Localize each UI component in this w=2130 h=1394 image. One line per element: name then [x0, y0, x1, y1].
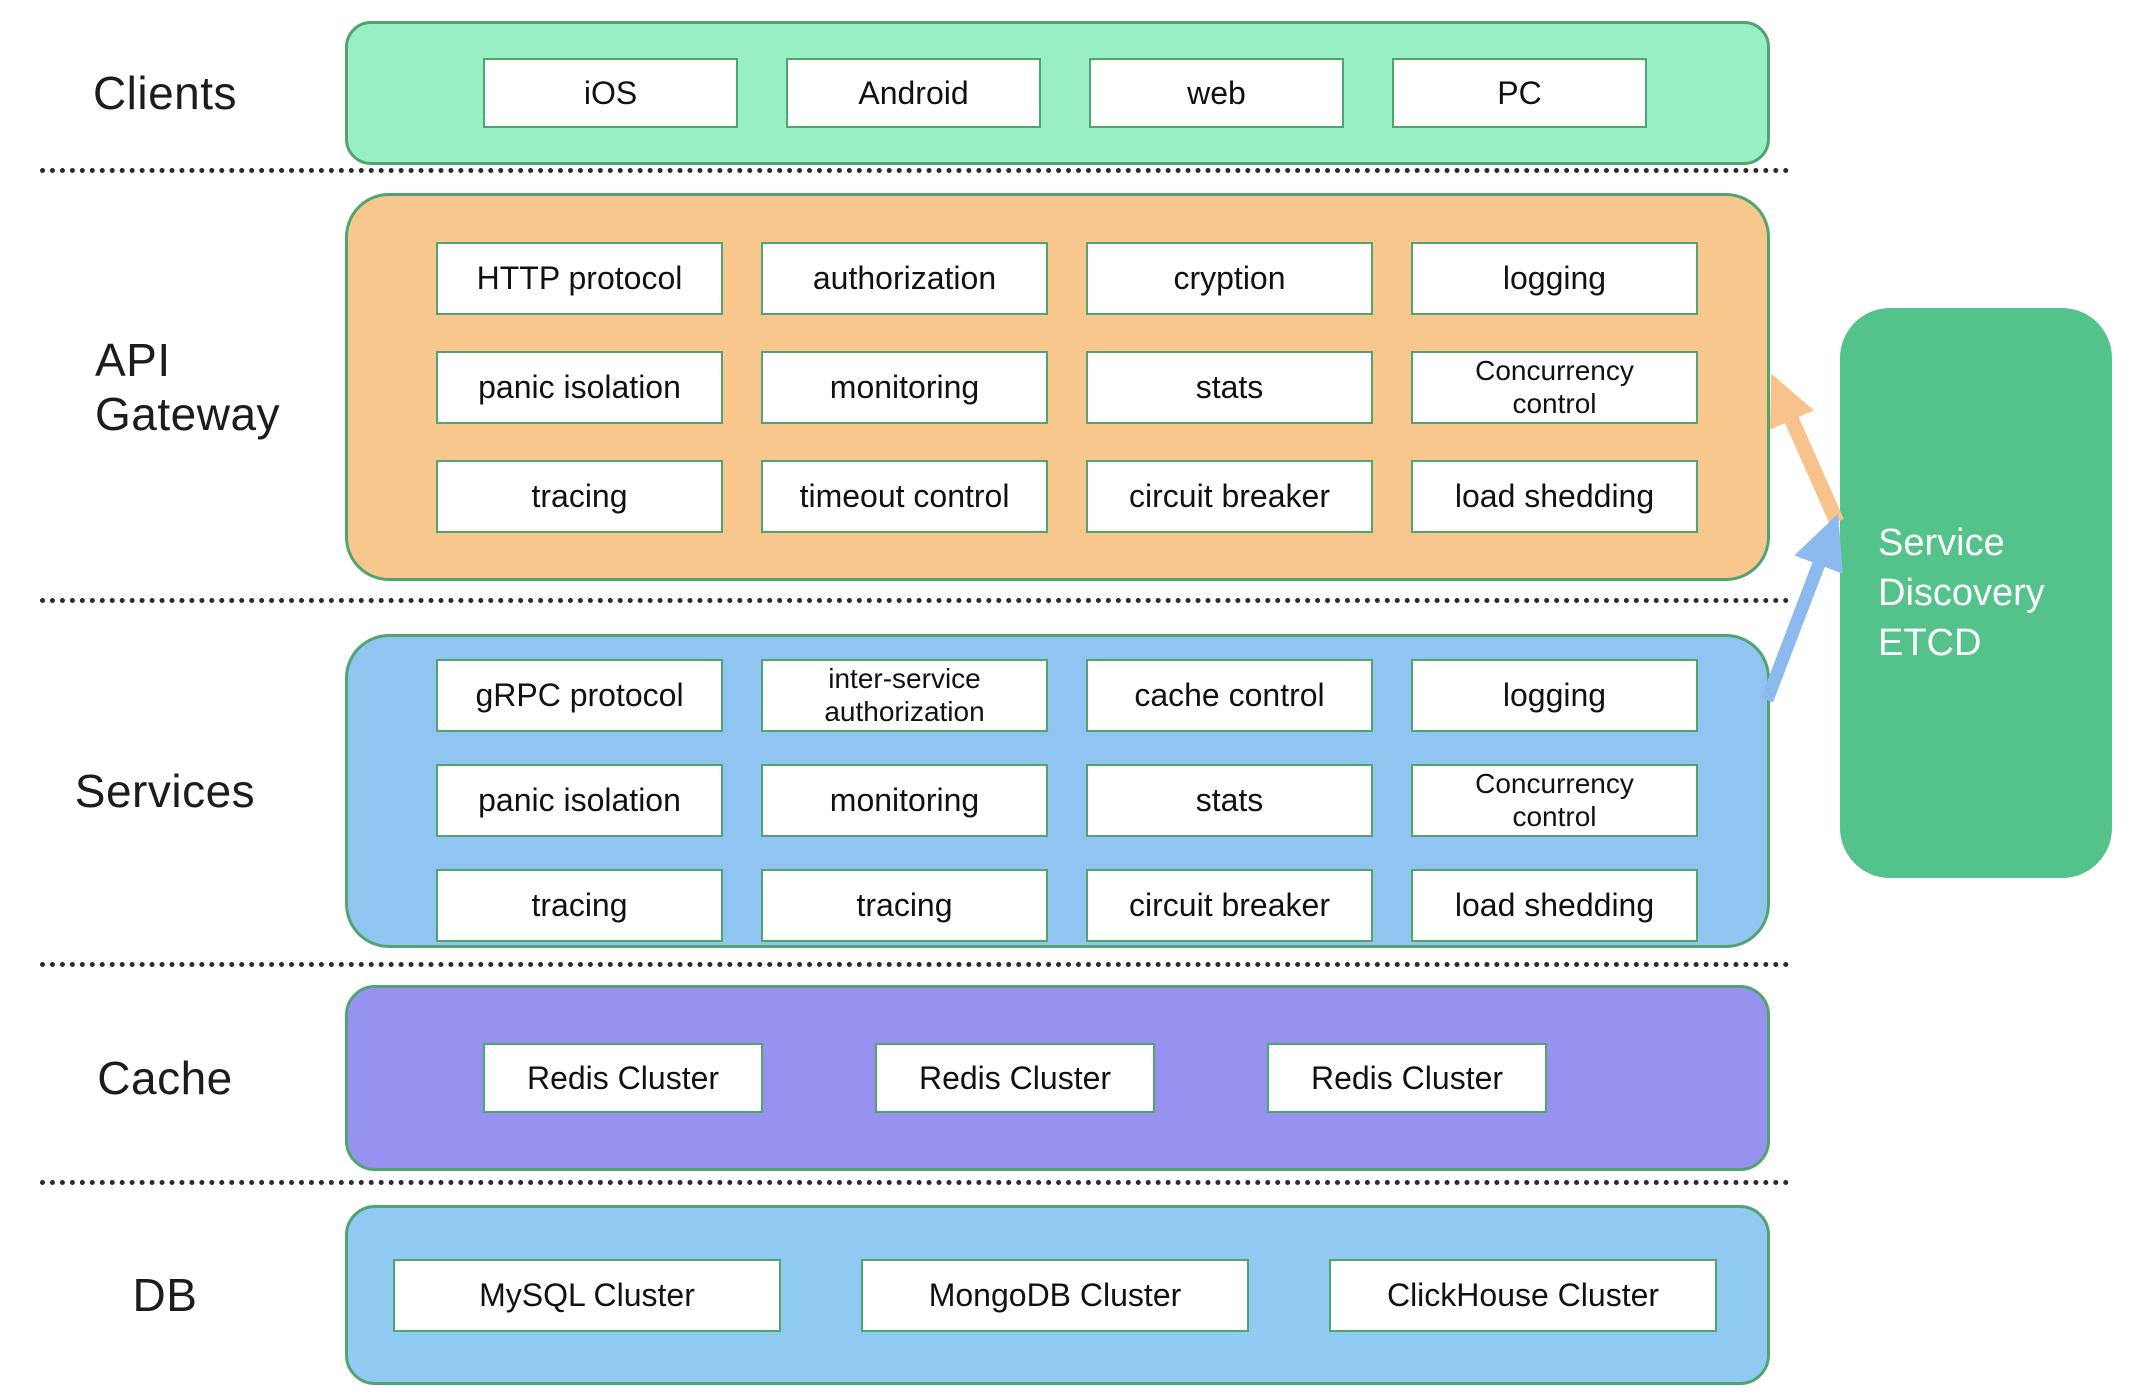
- client-box-pc: PC: [1392, 58, 1647, 128]
- gateway-cell-circuit-breaker: circuit breaker: [1086, 460, 1373, 533]
- arrow-etcd-gateway-icon: [1769, 373, 1844, 526]
- dotted-separator-1: [40, 168, 1790, 173]
- services-row-3: tracing tracing circuit breaker load she…: [436, 869, 1767, 942]
- client-box-ios: iOS: [483, 58, 738, 128]
- cache-box-redis-3: Redis Cluster: [1267, 1043, 1547, 1113]
- services-row-1: gRPC protocol inter-service authorizatio…: [436, 659, 1767, 732]
- gateway-cell-tracing: tracing: [436, 460, 723, 533]
- arrow-services-etcd-icon: [1760, 513, 1843, 703]
- service-discovery-etcd-box: Service Discovery ETCD: [1840, 308, 2112, 878]
- client-box-web: web: [1089, 58, 1344, 128]
- services-cell-circuit-breaker: circuit breaker: [1086, 869, 1373, 942]
- gateway-cell-timeout-control: timeout control: [761, 460, 1048, 533]
- cache-box-redis-2: Redis Cluster: [875, 1043, 1155, 1113]
- gateway-cell-concurrency-control: Concurrency control: [1411, 351, 1698, 424]
- label-db: DB: [132, 1269, 198, 1321]
- service-discovery-etcd-label: Service Discovery ETCD: [1878, 521, 2045, 665]
- cache-box-redis-1: Redis Cluster: [483, 1043, 763, 1113]
- services-row-2: panic isolation monitoring stats Concurr…: [436, 764, 1767, 837]
- services-cell-cache-control: cache control: [1086, 659, 1373, 732]
- db-box-mongodb: MongoDB Cluster: [861, 1258, 1249, 1332]
- api-gateway-band: HTTP protocol authorization cryption log…: [345, 193, 1770, 581]
- gateway-cell-monitoring: monitoring: [761, 351, 1048, 424]
- services-band: gRPC protocol inter-service authorizatio…: [345, 634, 1770, 948]
- dotted-separator-3: [40, 962, 1790, 967]
- db-box-clickhouse: ClickHouse Cluster: [1329, 1258, 1717, 1332]
- gateway-cell-stats: stats: [1086, 351, 1373, 424]
- clients-band: iOS Android web PC: [345, 21, 1770, 165]
- gateway-row-3: tracing timeout control circuit breaker …: [436, 460, 1767, 533]
- gateway-cell-cryption: cryption: [1086, 242, 1373, 315]
- gateway-cell-authorization: authorization: [761, 242, 1048, 315]
- label-api-gateway: API Gateway: [95, 334, 281, 440]
- label-services: Services: [74, 765, 256, 817]
- cache-band: Redis Cluster Redis Cluster Redis Cluste…: [345, 985, 1770, 1171]
- services-cell-monitoring: monitoring: [761, 764, 1048, 837]
- services-cell-stats: stats: [1086, 764, 1373, 837]
- gateway-row-1: HTTP protocol authorization cryption log…: [436, 242, 1767, 315]
- gateway-cell-panic-isolation: panic isolation: [436, 351, 723, 424]
- gateway-cell-logging: logging: [1411, 242, 1698, 315]
- services-cell-logging: logging: [1411, 659, 1698, 732]
- dotted-separator-2: [40, 598, 1790, 603]
- services-cell-concurrency-control: Concurrency control: [1411, 764, 1698, 837]
- db-box-mysql: MySQL Cluster: [393, 1258, 781, 1332]
- services-cell-inter-service-authorization: inter-service authorization: [761, 659, 1048, 732]
- db-band: MySQL Cluster MongoDB Cluster ClickHouse…: [345, 1205, 1770, 1385]
- services-cell-tracing-2: tracing: [761, 869, 1048, 942]
- label-clients: Clients: [92, 67, 238, 119]
- label-cache: Cache: [97, 1052, 233, 1104]
- services-cell-panic-isolation: panic isolation: [436, 764, 723, 837]
- services-cell-grpc-protocol: gRPC protocol: [436, 659, 723, 732]
- services-cell-tracing-1: tracing: [436, 869, 723, 942]
- gateway-row-2: panic isolation monitoring stats Concurr…: [436, 351, 1767, 424]
- dotted-separator-4: [40, 1180, 1790, 1185]
- gateway-cell-load-shedding: load shedding: [1411, 460, 1698, 533]
- client-box-android: Android: [786, 58, 1041, 128]
- gateway-cell-http-protocol: HTTP protocol: [436, 242, 723, 315]
- services-cell-load-shedding: load shedding: [1411, 869, 1698, 942]
